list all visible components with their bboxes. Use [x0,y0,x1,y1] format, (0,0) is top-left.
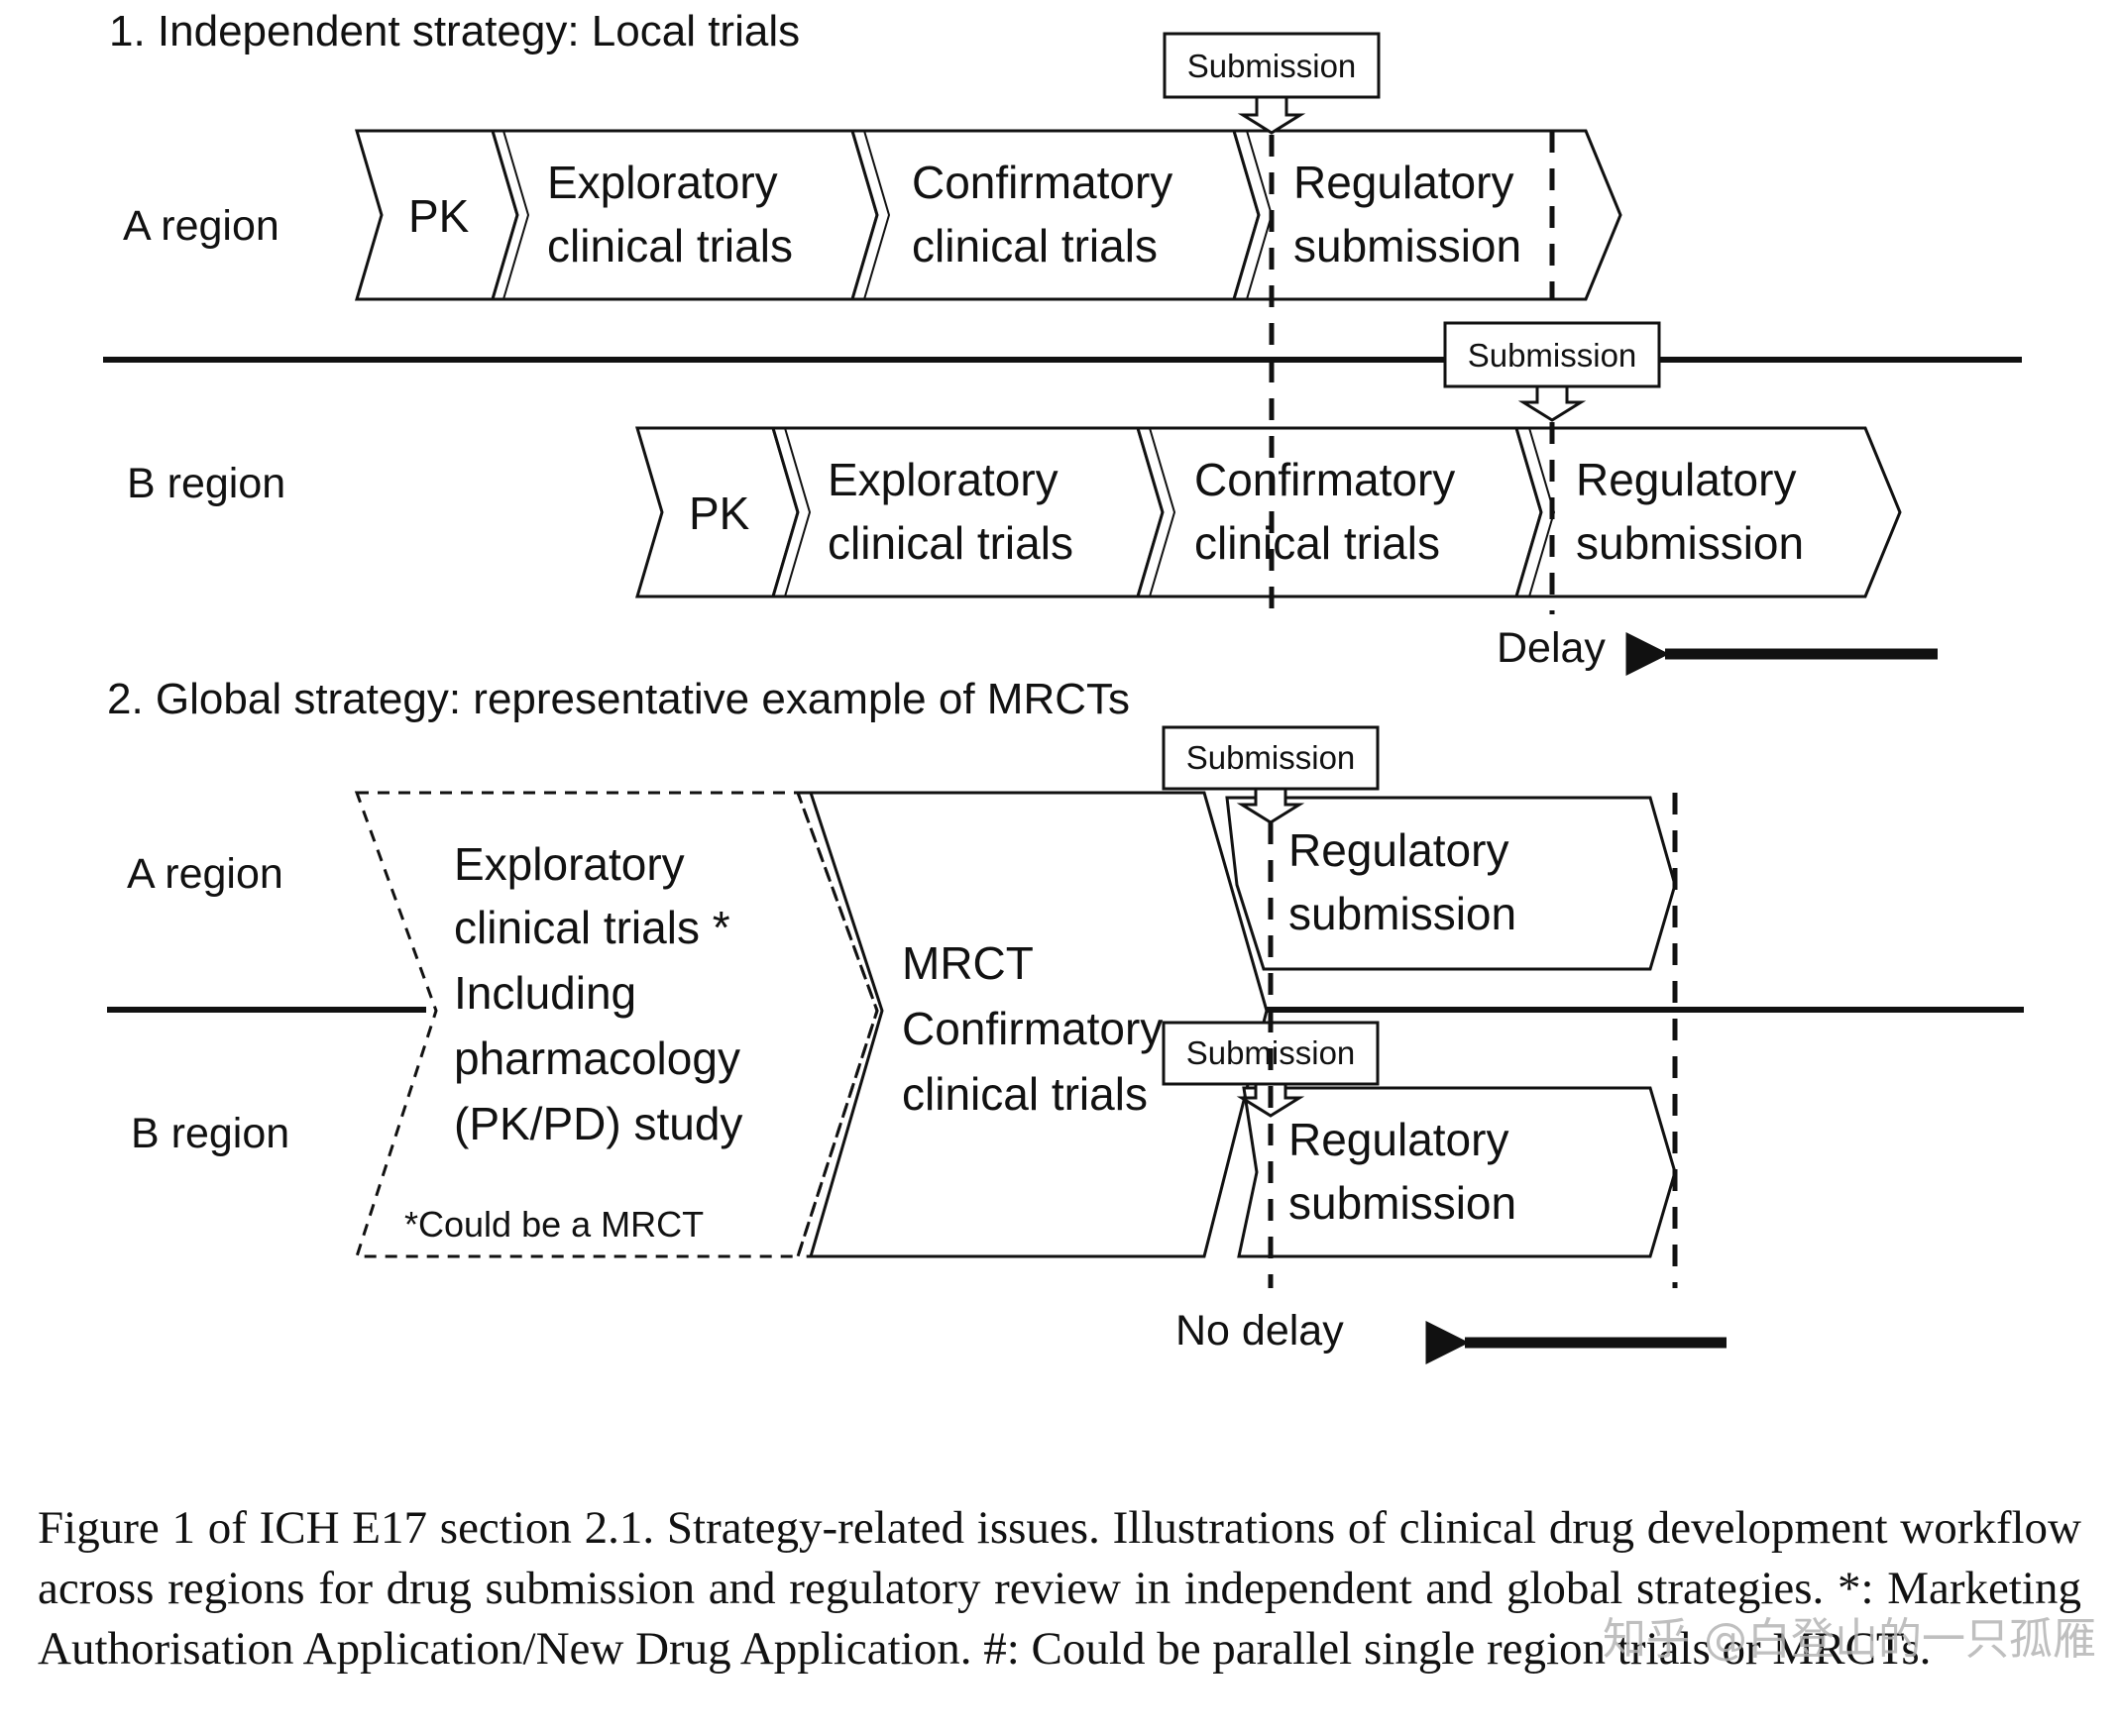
delay-label: Delay [1497,624,1606,672]
svg-text:clinical trials: clinical trials [902,1068,1148,1120]
svg-text:Exploratory: Exploratory [828,454,1059,505]
mrct-confirmatory-chevron: MRCT Confirmatory clinical trials [808,791,1269,1258]
workflow-diagram: 1. Independent strategy: Local trials A … [103,7,2024,1364]
svg-text:submission: submission [1288,888,1516,939]
svg-text:submission: submission [1576,517,1804,569]
global-a-regulatory-chevron: Regulatory submission [1225,796,1677,971]
svg-text:Confirmatory: Confirmatory [912,157,1172,208]
global-a-submission-callout: Submission [1162,725,1380,824]
figure-caption: Figure 1 of ICH E17 section 2.1. Strateg… [38,1502,2081,1675]
a-pk-chevron: PK [354,129,519,301]
svg-text:submission: submission [1293,220,1521,271]
svg-text:Confirmatory: Confirmatory [902,1003,1163,1054]
a-regulatory-chevron: Regulatory submission [1231,129,1622,301]
svg-text:Submission: Submission [1187,48,1357,84]
b-exploratory-chevron: Exploratory clinical trials [770,426,1165,598]
svg-text:clinical trials: clinical trials [1194,517,1440,569]
b-pk-label: PK [689,488,750,539]
section1-b-region-label: B region [127,460,285,507]
a-confirmatory-chevron: Confirmatory clinical trials [849,129,1261,301]
section1-a-region-label: A region [123,202,279,250]
svg-text:MRCT: MRCT [902,937,1034,989]
section2-a-region-label: A region [127,850,283,898]
section2-title: 2. Global strategy: representative examp… [107,675,1130,723]
section1-title: 1. Independent strategy: Local trials [109,7,800,55]
svg-text:Confirmatory: Confirmatory [1194,454,1455,505]
section2-b-region-label: B region [131,1110,289,1157]
svg-text:Submission: Submission [1468,337,1637,374]
b-submission-callout: Submission [1443,321,1661,422]
svg-text:Exploratory: Exploratory [454,838,685,890]
svg-text:(PK/PD) study: (PK/PD) study [454,1098,742,1149]
no-delay-label: No delay [1175,1307,1344,1355]
svg-text:clinical trials *: clinical trials * [454,902,730,953]
svg-text:Regulatory: Regulatory [1293,157,1513,208]
a-submission-callout: Submission [1163,32,1381,135]
svg-text:clinical trials: clinical trials [828,517,1073,569]
svg-text:Submission: Submission [1186,739,1356,776]
svg-text:Regulatory: Regulatory [1288,1114,1508,1165]
svg-text:Regulatory: Regulatory [1576,454,1796,505]
b-pk-chevron: PK [634,426,800,598]
watermark: 知乎 @白登山的一只孤雁 [1603,1614,2096,1665]
a-exploratory-chevron: Exploratory clinical trials [490,129,879,301]
svg-text:Regulatory: Regulatory [1288,824,1508,876]
global-b-regulatory-chevron: Regulatory submission [1237,1086,1677,1258]
svg-text:submission: submission [1288,1177,1516,1229]
svg-text:pharmacology: pharmacology [454,1032,740,1084]
svg-text:clinical trials: clinical trials [912,220,1158,271]
svg-text:clinical trials: clinical trials [547,220,793,271]
a-pk-label: PK [408,190,470,242]
b-regulatory-chevron: Regulatory submission [1513,426,1902,598]
global-exploratory-footnote: *Could be a MRCT [404,1204,704,1245]
svg-text:Including: Including [454,967,636,1019]
global-exploratory-chevron: Exploratory clinical trials * Including … [354,791,894,1258]
svg-text:Exploratory: Exploratory [547,157,778,208]
b-confirmatory-chevron: Confirmatory clinical trials [1135,426,1543,598]
